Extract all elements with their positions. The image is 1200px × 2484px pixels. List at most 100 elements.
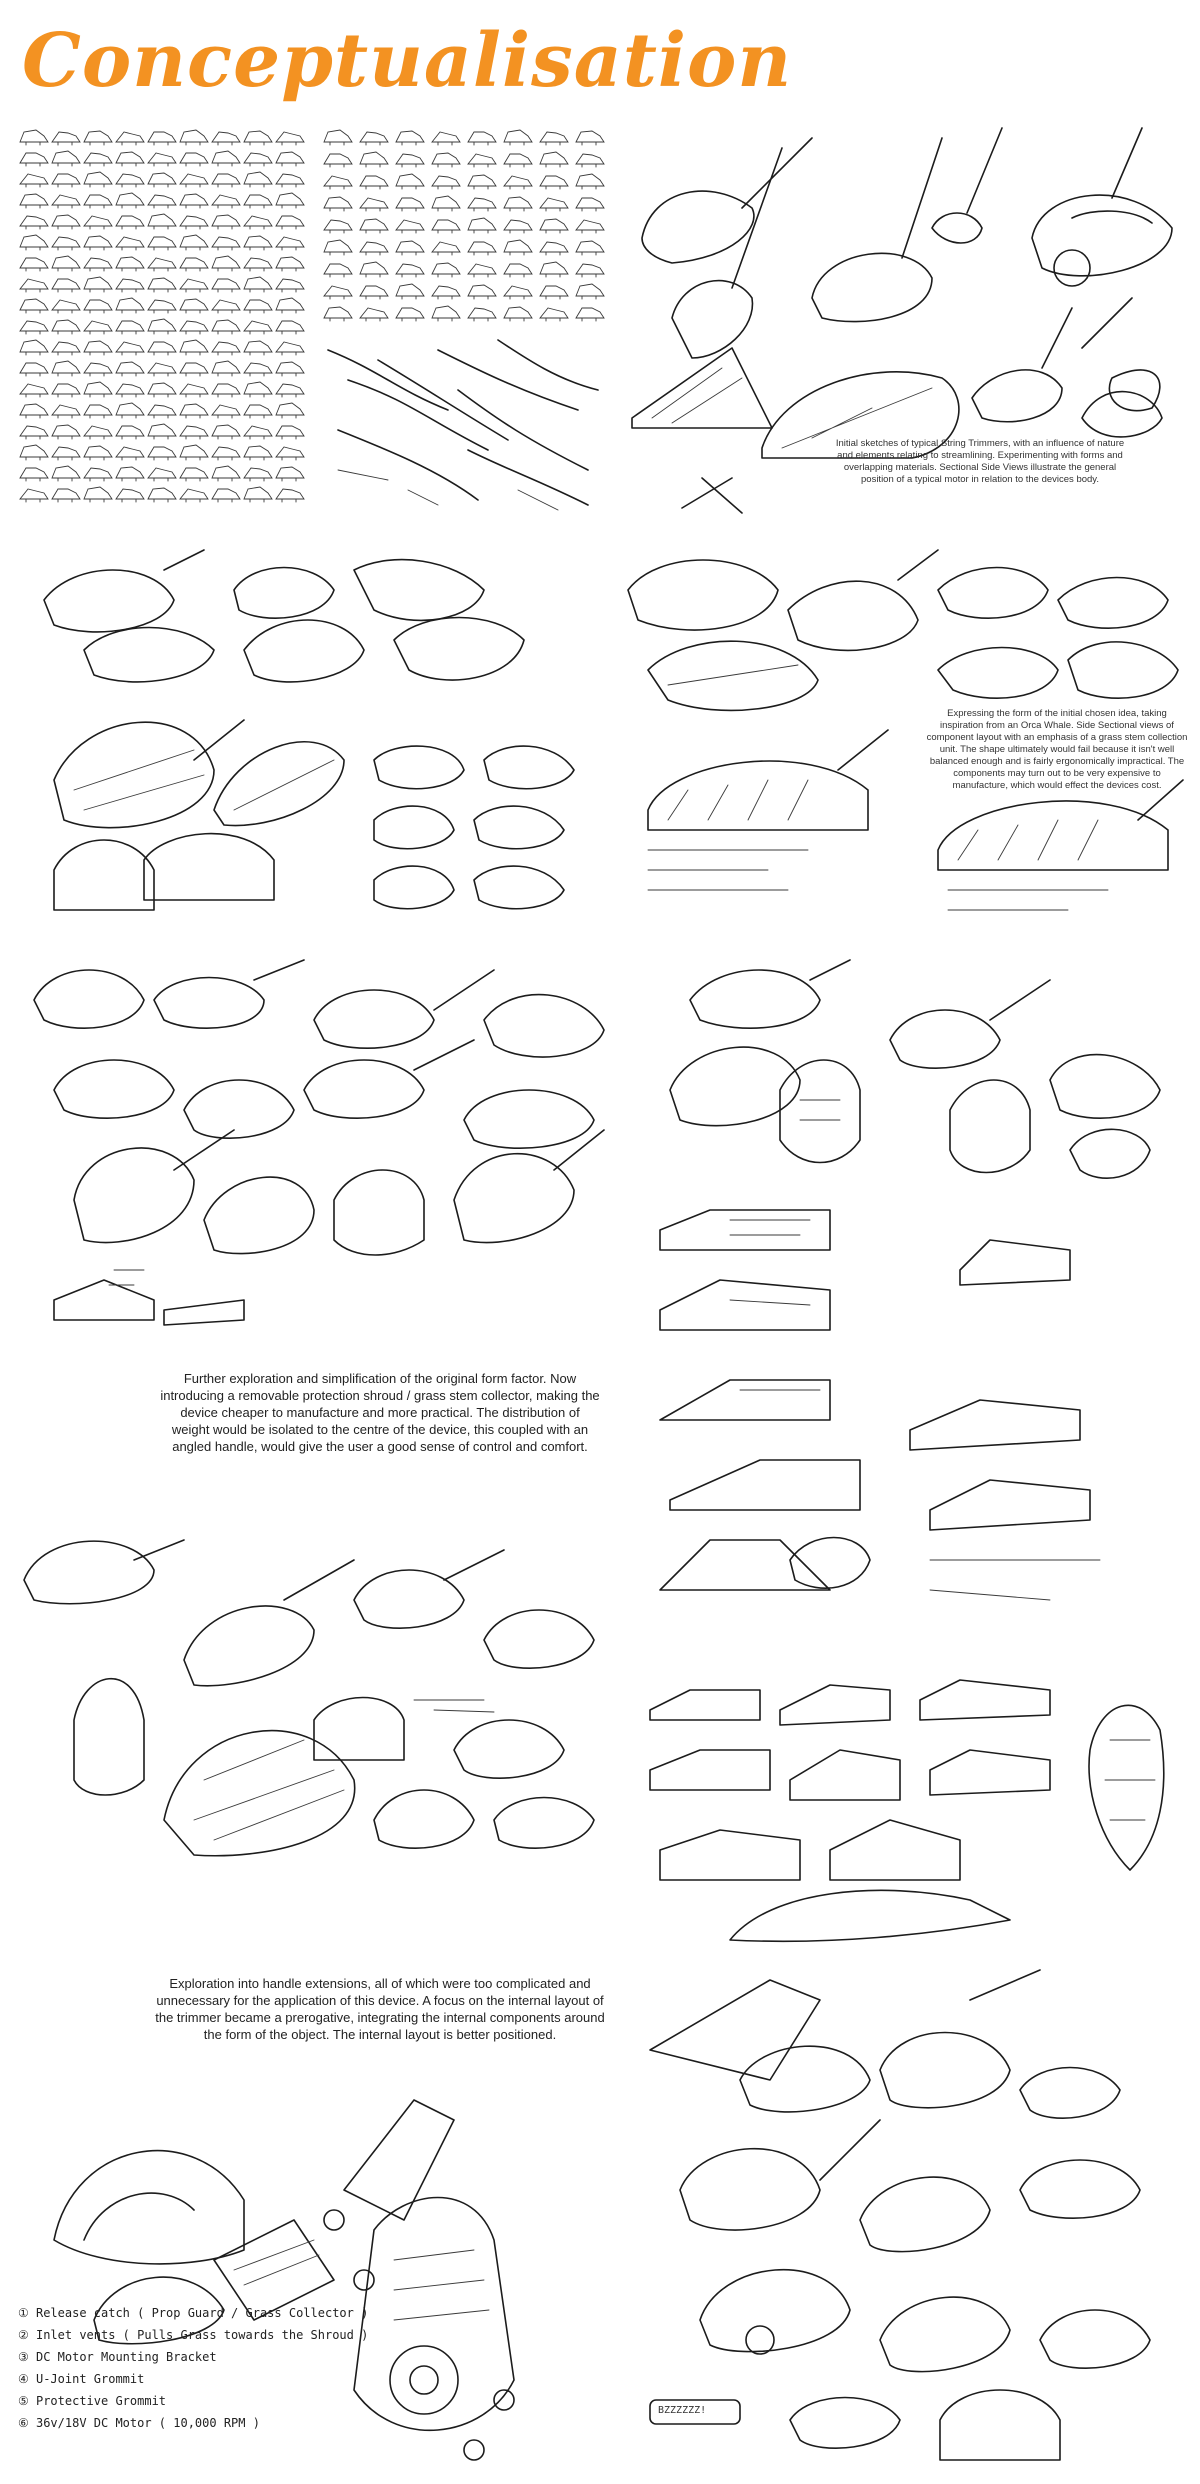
thumbnail-sketch [575,283,605,300]
buzz-annotation: BZZZZZZ! [658,2405,707,2416]
thumbnail-sketch [243,486,273,503]
thumbnail-sketch [147,318,177,335]
orca-form-sketches-left [14,530,604,930]
thumbnail-sketch [395,219,425,234]
thumbnail-sketch [275,361,305,377]
thumbnail-sketch [179,278,209,293]
component-item: ⑥ 36v/18V DC Motor ( 10,000 RPM ) [18,2416,260,2430]
thumbnail-sketch [211,173,241,188]
thumbnail-sketch [275,131,305,146]
thumbnail-sketch [115,361,145,377]
thumbnail-sketch [51,465,81,482]
thumbnail-sketch [395,240,425,256]
thumbnail-sketch [179,173,209,188]
thumbnail-sketch [211,424,241,440]
thumbnail-sketch-grid-2 [318,118,618,328]
thumbnail-sketch [115,256,145,272]
thumbnail-sketch [19,425,49,440]
branded-trimmer-sketches: BZZZZZZ! [620,1960,1192,2480]
thumbnail-sketch [275,341,305,356]
thumbnail-sketch [19,173,49,188]
thumbnail-sketch [211,360,241,377]
thumbnail-sketch [359,218,389,234]
thumbnail-sketch [395,173,425,190]
thumbnail-sketch [359,197,389,212]
thumbnail-sketch [359,131,389,146]
thumbnail-sketch [243,194,273,209]
thumbnail-sketch [179,193,209,209]
component-item: ② Inlet vents ( Pulls Grass towards the … [18,2328,369,2342]
thumbnail-sketch [359,285,389,300]
thumbnail-sketch [359,307,389,322]
thumbnail-sketch [115,425,145,440]
thumbnail-sketch [83,276,113,293]
thumbnail-sketch [503,239,533,256]
thumbnail-sketch [179,362,209,377]
thumbnail-sketch [51,278,81,293]
thumbnail-sketch [575,219,605,234]
thumbnail-sketch [431,305,461,322]
thumbnail-sketch [211,488,241,503]
exploded-component-sketches [14,2080,614,2480]
thumbnail-sketch [275,236,305,251]
thumbnail-sketch [51,360,81,377]
thumbnail-sketch [323,153,353,168]
thumbnail-sketch [179,257,209,272]
thumbnail-sketch [147,172,177,188]
thumbnail-sketch [211,194,241,209]
thumbnail-sketch [211,341,241,356]
thumbnail-sketch [51,131,81,146]
thumbnail-sketch [51,383,81,398]
thumbnail-sketch [243,130,273,146]
thumbnail-sketch [243,445,273,461]
thumbnail-sketch [243,467,273,482]
thumbnail-sketch-grid [14,118,314,518]
thumbnail-sketch [147,194,177,209]
thumbnail-sketch [211,214,241,230]
handle-extension-sketches [14,1520,624,1940]
thumbnail-sketch [51,299,81,314]
thumbnail-sketch [147,236,177,251]
thumbnail-sketch [147,213,177,230]
thumbnail-sketch [503,129,533,146]
thumbnail-sketch [431,219,461,234]
thumbnail-sketch [19,444,49,461]
thumbnail-sketch [147,382,177,398]
thumbnail-sketch [323,219,353,234]
thumbnail-sketch [243,299,273,314]
thumbnail-sketch [115,151,145,167]
thumbnail-sketch [83,194,113,209]
thumbnail-sketch [243,215,273,230]
thumbnail-sketch [467,307,497,322]
thumbnail-sketch [83,404,113,419]
thumbnail-sketch [51,236,81,251]
thumbnail-sketch [19,234,49,251]
thumbnail-sketch [539,241,569,256]
thumbnail-sketch [575,263,605,278]
thumbnail-sketch [115,341,145,356]
thumbnail-sketch [243,276,273,293]
thumbnail-sketch [243,404,273,419]
thumbnail-sketch [243,235,273,251]
thumbnail-sketch [83,340,113,356]
component-item: ③ DC Motor Mounting Bracket [18,2350,217,2364]
thumbnail-sketch [115,466,145,482]
thumbnail-sketch [115,297,145,314]
thumbnail-sketch [467,174,497,190]
thumbnail-sketch [323,175,353,190]
thumbnail-sketch [503,306,533,322]
thumbnail-sketch [19,298,49,314]
thumbnail-sketch [83,130,113,146]
thumbnail-sketch [431,175,461,190]
thumbnail-sketch [115,173,145,188]
thumbnail-sketch [83,425,113,440]
thumbnail-sketch [179,129,209,146]
thumbnail-sketch [323,196,353,212]
thumbnail-sketch [83,299,113,314]
thumbnail-sketch [51,150,81,167]
thumbnail-sketch [539,197,569,212]
thumbnail-sketch [179,444,209,461]
thumbnail-sketch [575,130,605,146]
thumbnail-sketch [147,277,177,293]
thumbnail-sketch [395,283,425,300]
